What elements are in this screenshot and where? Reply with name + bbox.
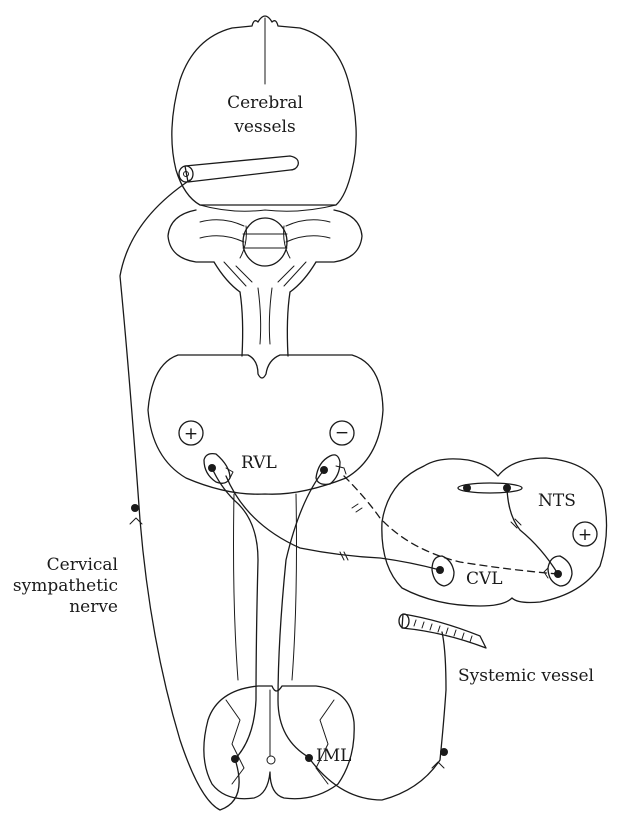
cvl-neuron [432,556,454,586]
nts-neurons [458,483,522,493]
cvl-label: CVL [466,569,503,589]
rvl-label: RVL [241,453,277,473]
spinal-column [234,494,297,680]
cerebrum [172,16,356,211]
rvl-neuron-left [204,454,233,484]
cerebral-vessel [179,156,298,182]
cerebral-label-line1: Cerebral [227,93,303,113]
brainstem [240,288,290,356]
iml-label: IML [316,746,351,766]
systemic-vessel [399,614,486,648]
inhibitory-sign: − [335,423,349,443]
excitatory-sign: + [184,424,198,444]
cervical-sympathetic-nerve [120,180,239,810]
systemic-ganglion-dot [440,748,448,756]
nts-label: NTS [538,491,576,511]
descending-axon-right [278,470,324,758]
ganglion-dot [131,504,139,512]
cervical-label-line1: Cervical [47,555,118,575]
rvl-dashed-projection [344,476,558,574]
systemic-vessel-label: Systemic vessel [458,666,594,686]
pons [214,218,316,292]
cerebral-label-line2: vessels [233,117,295,137]
cervical-label-line2: sympathetic [13,576,118,596]
nts-excitatory-sign: + [578,525,592,545]
cervical-label-line3: nerve [69,597,118,617]
systemic-nerve [309,632,446,800]
